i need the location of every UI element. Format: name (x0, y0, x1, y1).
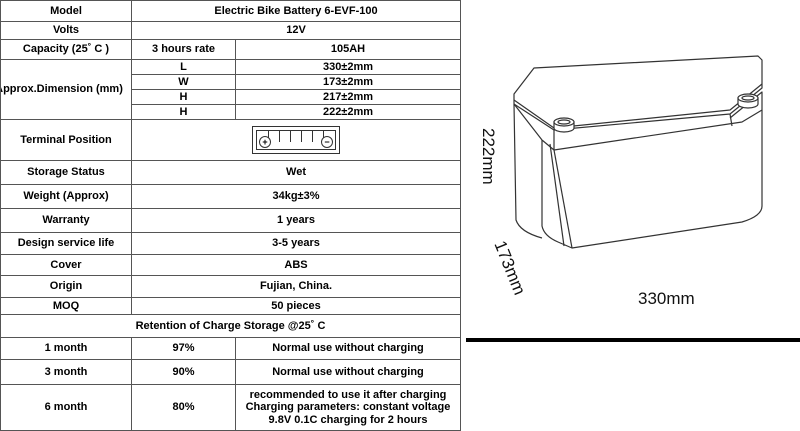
battery-side (513, 103, 543, 239)
retention-header: Retention of Charge Storage @25˚ C (0, 314, 461, 338)
dimension-value-w: 173±2mm (235, 74, 461, 90)
terminal-cell: + − (131, 119, 461, 161)
battery-lid-edge (513, 83, 763, 129)
retention-note-6-line-3: 9.8V 0.1C charging for 2 hours (268, 413, 428, 426)
model-label: Model (0, 0, 132, 22)
dimension-label: Approx.Dimension (mm) (0, 59, 132, 120)
cover-label: Cover (0, 254, 132, 276)
dimension-value-h: 217±2mm (235, 89, 461, 105)
model-value: Electric Bike Battery 6-EVF-100 (131, 0, 461, 22)
origin-value: Fujian, China. (131, 275, 461, 298)
battery-body (541, 110, 763, 249)
retention-period-3: 3 month (0, 359, 132, 385)
volts-value: 12V (131, 21, 461, 40)
battery-terminal-right-icon (737, 93, 759, 109)
retention-note-1: Normal use without charging (235, 337, 461, 360)
terminal-label: Terminal Position (0, 119, 132, 161)
dimension-key-l: L (131, 59, 236, 75)
width-dimension-label: 330mm (638, 289, 695, 308)
capacity-rate: 3 hours rate (131, 39, 236, 60)
retention-note-6: recommended to use it after charging Cha… (235, 384, 461, 431)
terminal-positive-icon: + (259, 136, 271, 148)
design-life-value: 3-5 years (131, 232, 461, 255)
retention-period-6: 6 month (0, 384, 132, 431)
dimension-value-l: 330±2mm (235, 59, 461, 75)
moq-value: 50 pieces (131, 297, 461, 315)
battery-terminal-left-icon (553, 117, 575, 133)
design-life-label: Design service life (0, 232, 132, 255)
capacity-value: 105AH (235, 39, 461, 60)
storage-label: Storage Status (0, 160, 132, 185)
battery-drawing (513, 55, 763, 249)
spec-table: Model Electric Bike Battery 6-EVF-100 Vo… (0, 0, 461, 431)
origin-label: Origin (0, 275, 132, 298)
dimension-value-total-h: 222±2mm (235, 104, 461, 120)
capacity-label: Capacity (25˚ C ) (0, 39, 132, 60)
dimension-key-w: W (131, 74, 236, 90)
dimension-key-h: H (131, 89, 236, 105)
height-dimension-label: 222mm (479, 128, 498, 185)
retention-percent-3: 90% (131, 359, 236, 385)
retention-note-6-line-1: recommended to use it after charging (249, 388, 447, 401)
volts-label: Volts (0, 21, 132, 40)
weight-value: 34kg±3% (131, 184, 461, 209)
terminal-diagram-inner: + − (256, 130, 336, 150)
weight-label: Weight (Approx) (0, 184, 132, 209)
retention-percent-1: 97% (131, 337, 236, 360)
cover-value: ABS (131, 254, 461, 276)
retention-note-6-line-2: Charging parameters: constant voltage (245, 401, 451, 414)
retention-period-1: 1 month (0, 337, 132, 360)
retention-note-3: Normal use without charging (235, 359, 461, 385)
moq-label: MOQ (0, 297, 132, 315)
battery-lid (513, 55, 763, 131)
terminal-diagram-icon: + − (252, 126, 340, 154)
warranty-label: Warranty (0, 208, 132, 233)
storage-value: Wet (131, 160, 461, 185)
retention-percent-6: 80% (131, 384, 236, 431)
dimension-key-total-h: H (131, 104, 236, 120)
terminal-negative-icon: − (321, 136, 333, 148)
baseline-divider (466, 338, 800, 342)
warranty-value: 1 years (131, 208, 461, 233)
